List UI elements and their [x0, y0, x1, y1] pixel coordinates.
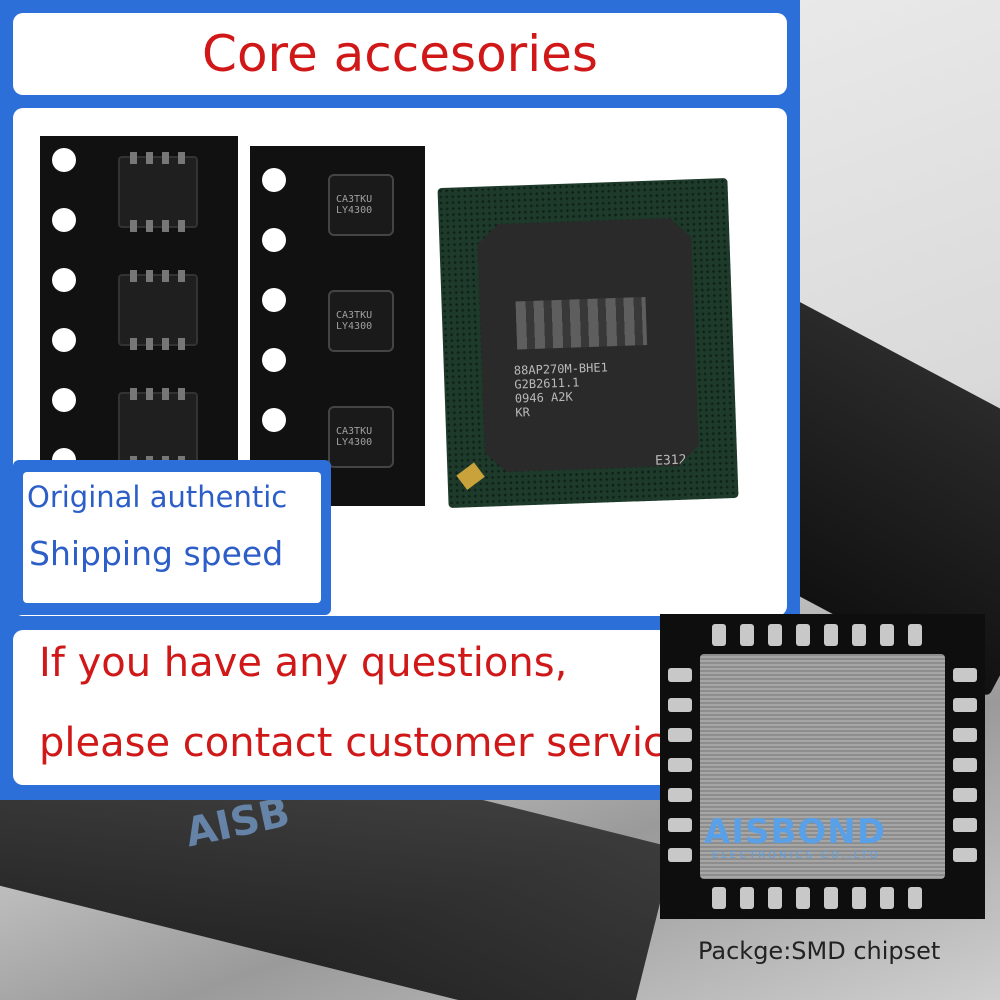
chip-marking: CA3TKU LY4300: [336, 194, 372, 216]
qfn-large-chip: AISBOND ELECTRONICS CO.,LTD: [660, 614, 985, 919]
soic-chip: [118, 152, 198, 232]
chip-pin: [130, 338, 137, 350]
tape-hole: [52, 328, 76, 352]
tape-hole: [52, 148, 76, 172]
chip-pin: [146, 338, 153, 350]
authentic-badge: Original authentic Shipping speed: [13, 460, 331, 615]
chip-pin: [130, 270, 137, 282]
qfn-pad: [880, 624, 894, 646]
chip-pin: [146, 220, 153, 232]
chip-pin: [178, 152, 185, 164]
qfn-pad: [953, 698, 977, 712]
qfn-pad: [908, 887, 922, 909]
chip-pin: [162, 388, 169, 400]
chip-pin: [146, 152, 153, 164]
chip-marking-line: LY4300: [336, 437, 373, 448]
blurred-logo: [516, 297, 648, 350]
qfn-pad: [668, 698, 692, 712]
chip-pin: [146, 388, 153, 400]
tape-reel-qfn: CA3TKU LY4300 CA3TKU LY4300 CA3TKU LY430…: [250, 146, 425, 506]
qfn-small-chip: CA3TKU LY4300: [328, 290, 394, 352]
chip-pin: [178, 388, 185, 400]
chip-pin: [146, 270, 153, 282]
qfn-pad: [768, 887, 782, 909]
tape-hole: [262, 288, 286, 312]
qfn-pad: [740, 887, 754, 909]
chip-marking: CA3TKU LY4300: [336, 426, 372, 448]
chip-pin: [162, 220, 169, 232]
chip-pin: [130, 152, 137, 164]
page-title: Core accesories: [13, 13, 787, 95]
chip-pin: [130, 388, 137, 400]
tape-reel-soic: [40, 136, 238, 506]
qfn-pad: [712, 624, 726, 646]
qfn-pad: [953, 818, 977, 832]
contact-message: If you have any questions, please contac…: [13, 630, 787, 785]
qfn-pad: [668, 848, 692, 862]
chip-pin: [162, 270, 169, 282]
qfn-small-chip: CA3TKU LY4300: [328, 174, 394, 236]
tape-hole: [52, 268, 76, 292]
chip-pin: [130, 220, 137, 232]
qfn-pad: [668, 788, 692, 802]
chip-marking: CA3TKU LY4300: [336, 310, 372, 332]
chip-pin: [162, 338, 169, 350]
qfn-pad: [824, 624, 838, 646]
qfn-pad: [796, 624, 810, 646]
chip-marking-line: LY4300: [336, 321, 373, 332]
badge-line-original: Original authentic: [27, 480, 288, 514]
chip-pin: [178, 338, 185, 350]
authentic-badge-inner: Original authentic Shipping speed: [23, 472, 321, 603]
qfn-pad: [668, 758, 692, 772]
chip-pin: [178, 220, 185, 232]
soic-chip: [118, 270, 198, 350]
chip-marking-line: LY4300: [336, 205, 373, 216]
chip-pin: [178, 270, 185, 282]
qfn-pad: [824, 887, 838, 909]
qfn-pad: [668, 668, 692, 682]
soic-chip: [118, 388, 198, 468]
bga-chip: 88AP270M-BHE1 G2B2611.1 0946 A2K KR E312: [437, 178, 739, 508]
bga-marking-line: KR: [515, 405, 531, 420]
qfn-pad: [953, 758, 977, 772]
qfn-pad: [953, 848, 977, 862]
tape-hole: [262, 348, 286, 372]
qfn-pad: [852, 887, 866, 909]
brand-logo-text: AISBOND: [704, 812, 886, 852]
tape-hole: [262, 228, 286, 252]
qfn-pad: [768, 624, 782, 646]
qfn-pad: [880, 887, 894, 909]
qfn-large-die: [700, 654, 945, 879]
chip-pin: [162, 152, 169, 164]
qfn-small-chip: CA3TKU LY4300: [328, 406, 394, 468]
tape-hole: [52, 388, 76, 412]
tape-hole: [262, 408, 286, 432]
qfn-pad: [953, 788, 977, 802]
bga-marking: 88AP270M-BHE1 G2B2611.1 0946 A2K KR: [514, 360, 610, 419]
contact-line-2: please contact customer service: [39, 720, 690, 766]
chip-marking-line: CA3TKU: [336, 194, 373, 205]
qfn-pad: [740, 624, 754, 646]
qfn-pad: [668, 818, 692, 832]
bga-die: 88AP270M-BHE1 G2B2611.1 0946 A2K KR E312: [477, 217, 700, 472]
qfn-pad: [796, 887, 810, 909]
chip-marking-line: CA3TKU: [336, 426, 373, 437]
badge-line-shipping: Shipping speed: [29, 534, 284, 573]
tape-hole: [262, 168, 286, 192]
qfn-pad: [953, 728, 977, 742]
qfn-pad: [852, 624, 866, 646]
qfn-pad: [953, 668, 977, 682]
bga-marking-line: 0946 A2K: [514, 389, 573, 406]
qfn-pad: [712, 887, 726, 909]
chip-marking-line: CA3TKU: [336, 310, 373, 321]
brand-logo-subtext: ELECTRONICS CO.,LTD: [712, 850, 881, 861]
contact-line-1: If you have any questions,: [39, 640, 568, 686]
qfn-pad: [908, 624, 922, 646]
tape-hole: [52, 208, 76, 232]
package-caption: Packge:SMD chipset: [698, 937, 941, 965]
qfn-pad: [668, 728, 692, 742]
